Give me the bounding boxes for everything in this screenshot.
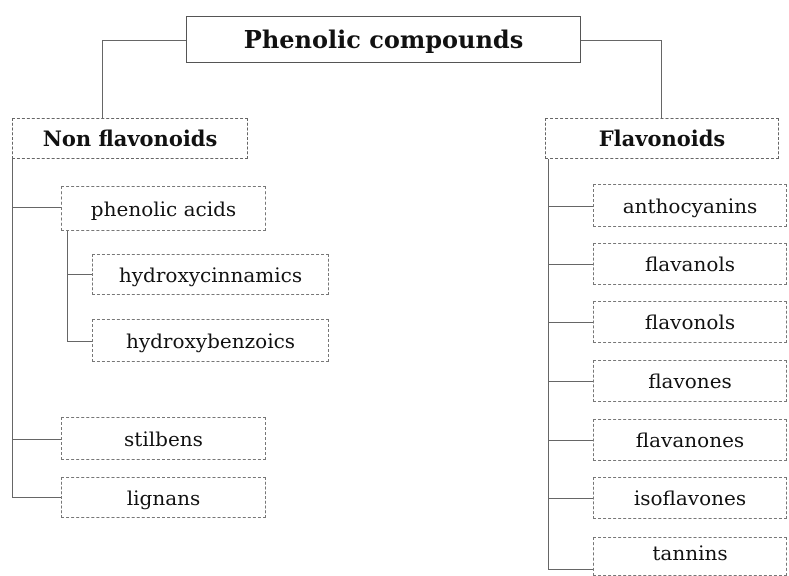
connector-to-flavanols [548,264,593,266]
connector-nonflav-spine [12,159,14,498]
tannins-label: tannins [652,541,728,565]
connector-flav-spine [548,159,550,570]
connector-to-phenolic-acids [12,207,61,209]
non-flavonoids-node: Non flavonoids [12,118,248,159]
isoflavones-node: isoflavones [593,477,787,519]
flavonoids-node: Flavonoids [545,118,779,159]
flavones-node: flavones [593,360,787,402]
flavanols-label: flavanols [644,252,736,276]
flavanones-label: flavanones [635,428,745,452]
hydroxybenzoics-label: hydroxybenzoics [125,328,296,353]
flavanones-node: flavanones [593,419,787,461]
connector-to-flavonols [548,322,593,324]
connector-root-left [102,40,186,42]
anthocyanins-node: anthocyanins [593,184,787,227]
flavanols-node: flavanols [593,243,787,285]
root-label: Phenolic compounds [243,25,524,54]
flavonoids-label: Flavonoids [598,126,726,151]
connector-to-hydroxycinnamics [67,274,92,276]
hydroxycinnamics-label: hydroxycinnamics [118,262,303,287]
flavonols-node: flavonols [593,301,787,343]
stilbens-label: stilbens [124,426,203,451]
connector-root-right [581,40,662,42]
connector-to-stilbens [12,439,61,441]
connector-phenolic-acids-spine [67,231,69,341]
connector-to-isoflavones [548,498,593,500]
stilbens-node: stilbens [61,417,266,460]
flavonols-label: flavonols [644,310,736,334]
non-flavonoids-label: Non flavonoids [42,126,218,151]
connector-to-anthocyanins [548,206,593,208]
lignans-node: lignans [61,477,266,518]
anthocyanins-label: anthocyanins [622,193,758,218]
hydroxycinnamics-node: hydroxycinnamics [92,254,329,295]
root-node: Phenolic compounds [186,16,581,63]
connector-to-flavones [548,381,593,383]
hydroxybenzoics-node: hydroxybenzoics [92,319,329,362]
connector-to-lignans [12,497,61,499]
connector-to-hydroxybenzoics [67,341,92,343]
lignans-label: lignans [126,485,201,510]
phenolic-acids-label: phenolic acids [90,196,237,221]
isoflavones-label: isoflavones [633,486,747,510]
connector-to-flavanones [548,440,593,442]
tannins-node: tannins [593,537,787,576]
phenolic-acids-node: phenolic acids [61,186,266,231]
connector-root-to-nonflav [102,40,104,118]
connector-to-tannins [548,569,593,571]
connector-root-to-flav [661,40,663,118]
flavones-label: flavones [648,369,732,393]
